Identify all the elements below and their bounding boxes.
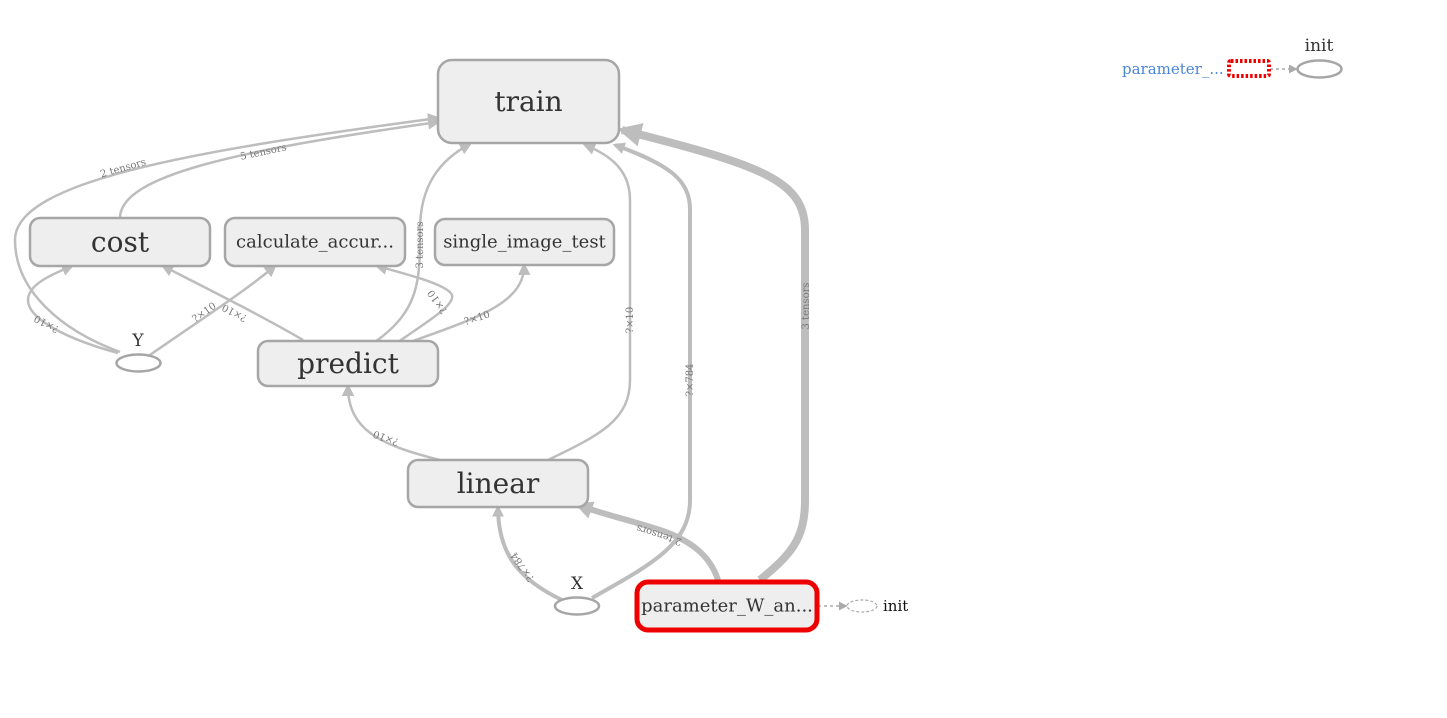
edge-x-to-linear (492, 504, 563, 602)
edge-label: ?×10 (426, 287, 450, 315)
op-label: X (571, 574, 584, 594)
op-y[interactable]: Y (115, 331, 162, 373)
node-parameter[interactable]: parameter_W_an... (634, 579, 820, 633)
edge-label: ?×10 (625, 307, 636, 333)
edge-label: 3 tensors (801, 283, 812, 330)
node-predict[interactable]: predict (256, 339, 440, 388)
op-ellipse (553, 596, 601, 616)
edge-label: 3 tensors (415, 222, 426, 269)
node-train[interactable]: train (436, 58, 621, 145)
aux-parameter-label: parameter_... (1122, 60, 1224, 78)
edge-y-to-train (13, 113, 441, 354)
edge-label: ?×10 (221, 301, 250, 323)
node-cost[interactable]: cost (28, 216, 212, 268)
aux-parameter[interactable]: parameter_... (1122, 59, 1271, 78)
aux-parameter-node (1227, 59, 1271, 78)
aux-init[interactable]: init (1296, 36, 1343, 79)
op-init-ref[interactable]: init (846, 597, 908, 615)
aux-init-label: init (1305, 36, 1334, 56)
edge-label: ?×10 (372, 428, 401, 447)
edge-y-to-cost (26, 264, 119, 355)
init-label: init (883, 597, 908, 615)
edge-param-to-train (617, 123, 809, 584)
node-label: predict (297, 347, 399, 380)
edge-predict-to-train (374, 142, 473, 344)
edge-label: 2 tensors (635, 522, 683, 547)
node-label: cost (91, 226, 150, 259)
edge-cost-to-train (118, 117, 441, 219)
edge-param-to-linear (574, 501, 721, 581)
edge-label: ?×10 (191, 301, 219, 325)
edge-label: ?×784 (509, 550, 537, 583)
node-label: linear (457, 467, 540, 500)
node-calculate-accuracy[interactable]: calculate_accur... (223, 216, 407, 268)
edge-label: 2 tensors (99, 157, 147, 181)
op-ellipse (846, 599, 878, 613)
edge-label: ?×784 (685, 364, 696, 397)
op-x[interactable]: X (553, 574, 601, 616)
node-single-image-test[interactable]: single_image_test (433, 217, 616, 267)
edge-y-to-calc (149, 264, 277, 357)
edge-linear-to-train (547, 142, 632, 462)
edge-x-to-train (591, 142, 692, 600)
op-label: Y (131, 331, 144, 351)
edge-predict-to-cost (160, 264, 304, 342)
edge-label: ?×10 (463, 309, 492, 328)
node-label: parameter_W_an... (641, 596, 813, 617)
op-ellipse (1296, 59, 1343, 79)
node-label: single_image_test (443, 232, 606, 253)
edge-predict-to-single (404, 262, 531, 346)
edge-linear-to-predict (341, 383, 441, 462)
node-label: calculate_accur... (236, 232, 394, 253)
edge-predict-to-calc (374, 262, 454, 344)
node-linear[interactable]: linear (406, 458, 590, 509)
edge-label: ?×10 (33, 312, 62, 334)
op-ellipse (115, 353, 162, 373)
node-label: train (494, 85, 562, 118)
